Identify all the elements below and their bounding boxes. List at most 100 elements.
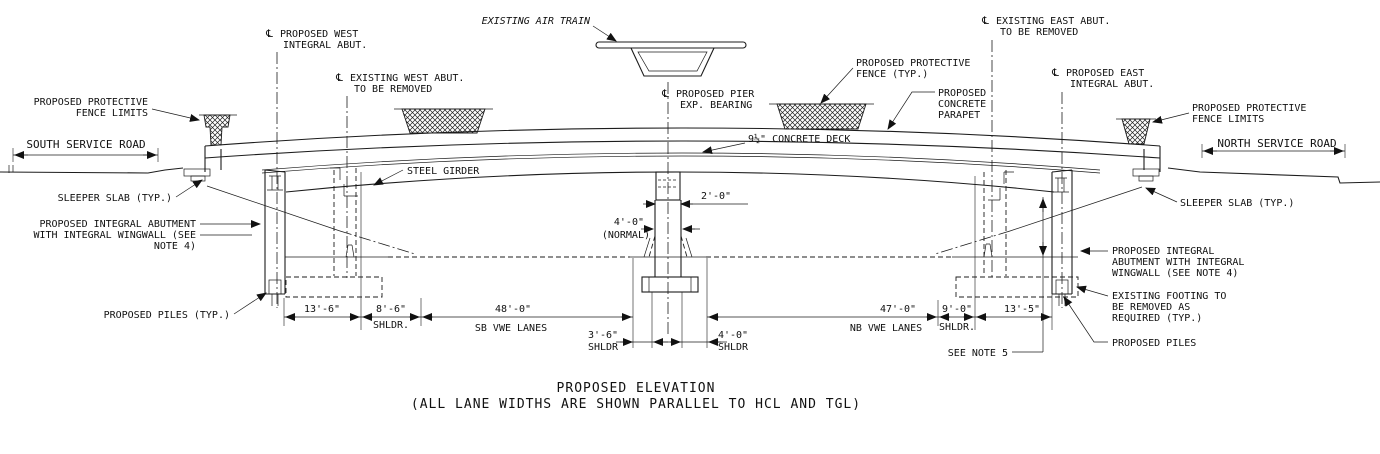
airtrain-section xyxy=(595,41,747,77)
label-cl-existing-east-2: TO BE REMOVED xyxy=(1000,27,1078,38)
east-slope-extension xyxy=(934,230,1011,255)
parapet-top-line xyxy=(204,127,1161,147)
label-integral-abutment-east: PROPOSED INTEGRAL xyxy=(1112,246,1214,257)
label-north-service-road: NORTH SERVICE ROAD xyxy=(1217,137,1336,150)
fence-panel-east-limit xyxy=(1121,118,1151,145)
girder-bottom-line xyxy=(285,171,1055,193)
pier-footing-ticks xyxy=(648,277,692,292)
label-fence-limits-east: PROPOSED PROTECTIVE xyxy=(1192,103,1306,114)
label-sleeper-east: SLEEPER SLAB (TYP.) xyxy=(1180,198,1294,209)
existing-west-abutment-wall xyxy=(333,168,357,276)
existing-west-seat-detail xyxy=(330,167,358,197)
dim-normal: (NORMAL) xyxy=(602,230,650,241)
west-slope-extension xyxy=(339,230,416,255)
west-piles xyxy=(271,294,279,306)
deck-surface-line xyxy=(204,140,1161,159)
label-cl-pier: PROPOSED PIER xyxy=(676,89,755,100)
dim-nb-lanes: NB VWE LANES xyxy=(850,323,922,334)
west-slope-line xyxy=(206,185,341,232)
leader-fence-limits-east xyxy=(1152,112,1190,124)
label-fence-limits-west-2: FENCE LIMITS xyxy=(76,108,148,119)
sleeper-slab-west xyxy=(183,168,211,177)
leader-steel-girder xyxy=(373,169,404,186)
sleeper-slab-east xyxy=(1132,168,1160,177)
leader-parapet xyxy=(887,91,935,130)
leader-existing-footing xyxy=(1076,285,1109,297)
deck-haunch-line xyxy=(261,155,1101,174)
deck-west-end xyxy=(204,146,222,172)
approach-slab-west xyxy=(190,175,206,182)
protective-fences xyxy=(199,103,1156,146)
centerline-symbol: ℄ xyxy=(265,28,273,40)
east-bearing-detail xyxy=(1053,177,1069,193)
label-fence-typ-2: FENCE (TYP.) xyxy=(856,69,928,80)
dim-48-0: 48'-0" xyxy=(495,304,531,315)
label-cl-west-abutment: PROPOSED WEST xyxy=(280,29,358,40)
label-sleeper-west: SLEEPER SLAB (TYP.) xyxy=(58,193,172,204)
label-existing-footing-3: REQUIRED (TYP.) xyxy=(1112,313,1202,324)
dim-13-6: 13'-6" xyxy=(304,304,340,315)
leaders xyxy=(151,25,1190,353)
approach-roads xyxy=(0,165,1380,184)
west-abutments xyxy=(264,52,383,308)
label-fence-typ: PROPOSED PROTECTIVE xyxy=(856,58,970,69)
proposed-west-abutment-wall xyxy=(264,169,286,295)
label-parapet-3: PARAPET xyxy=(938,110,980,121)
label-cl-existing-west: EXISTING WEST ABUT. xyxy=(350,73,464,84)
dimensions xyxy=(12,144,1346,348)
leader-sleeper-east xyxy=(1145,187,1178,203)
label-integral-abutment-west: PROPOSED INTEGRAL ABUTMENT xyxy=(39,219,196,230)
label-integral-abutment-west-2: WITH INTEGRAL WINGWALL (SEE xyxy=(33,230,196,241)
label-cl-pier-2: EXP. BEARING xyxy=(680,100,752,111)
east-abutments xyxy=(955,40,1079,308)
centerline-symbol: ℄ xyxy=(335,72,343,84)
ground-lines xyxy=(206,185,1143,258)
east-slope-line xyxy=(1009,186,1143,232)
dim-shldr: SHLDR xyxy=(718,342,749,353)
label-cl-existing-west-2: TO BE REMOVED xyxy=(354,84,432,95)
dim-shldr: SHLDR xyxy=(588,342,619,353)
dim-2-0: 2'-0" xyxy=(701,191,731,202)
label-existing-footing: EXISTING FOOTING TO xyxy=(1112,291,1226,302)
label-fence-limits-west: PROPOSED PROTECTIVE xyxy=(34,97,148,108)
label-fence-limits-east-2: FENCE LIMITS xyxy=(1192,114,1264,125)
label-integral-abutment-east-2: ABUTMENT WITH INTEGRAL xyxy=(1112,257,1244,268)
west-pile-cap xyxy=(268,279,282,295)
annotations: PROPOSED PROTECTIVE FENCE LIMITS SOUTH S… xyxy=(26,15,1336,412)
airtrain-box-outer xyxy=(630,47,715,77)
dim-4-0-shldr: 4'-0" xyxy=(718,330,748,341)
fence-panel-east xyxy=(776,103,867,130)
dim-shldr: SHLDR. xyxy=(373,320,409,331)
dim-shldr: SHLDR. xyxy=(939,322,975,333)
dim-sb-lanes: SB VWE LANES xyxy=(475,323,547,334)
label-integral-abutment-west-3: NOTE 4) xyxy=(154,241,196,252)
label-piles-east: PROPOSED PILES xyxy=(1112,338,1196,349)
pier-flares xyxy=(643,237,693,258)
label-cl-west-abutment-2: INTEGRAL ABUT. xyxy=(283,40,367,51)
drawing-subtitle: (ALL LANE WIDTHS ARE SHOWN PARALLEL TO H… xyxy=(411,397,861,412)
pier-column xyxy=(654,200,682,277)
leader-concrete-deck xyxy=(702,142,746,155)
extension-lines xyxy=(283,172,1053,348)
leader-piles-east xyxy=(1063,296,1108,343)
dim-4-0-normal: 4'-0" xyxy=(614,217,644,228)
deck-east-end xyxy=(1143,146,1161,172)
label-parapet-2: CONCRETE xyxy=(938,99,986,110)
fence-panel-west xyxy=(401,108,486,134)
deck-underside-line xyxy=(261,152,1101,171)
label-airtrain: EXISTING AIR TRAIN xyxy=(482,16,591,27)
ground-marker-east xyxy=(983,243,993,258)
label-concrete-deck: 9½" CONCRETE DECK xyxy=(748,133,850,145)
label-see-note-5: SEE NOTE 5 xyxy=(948,348,1008,359)
leader-fence-typ xyxy=(820,67,854,104)
label-south-service-road: SOUTH SERVICE ROAD xyxy=(26,138,145,151)
existing-east-seat-detail xyxy=(988,171,1014,201)
leader-sleeper-west xyxy=(175,179,203,198)
pier-flare-dashes xyxy=(648,235,688,258)
label-cl-east-abutment: PROPOSED EAST xyxy=(1066,68,1144,79)
dim-8-6: 8'-6" xyxy=(376,304,406,315)
label-cl-existing-east: EXISTING EAST ABUT. xyxy=(996,16,1110,27)
centerline-symbol: ℄ xyxy=(981,15,989,27)
